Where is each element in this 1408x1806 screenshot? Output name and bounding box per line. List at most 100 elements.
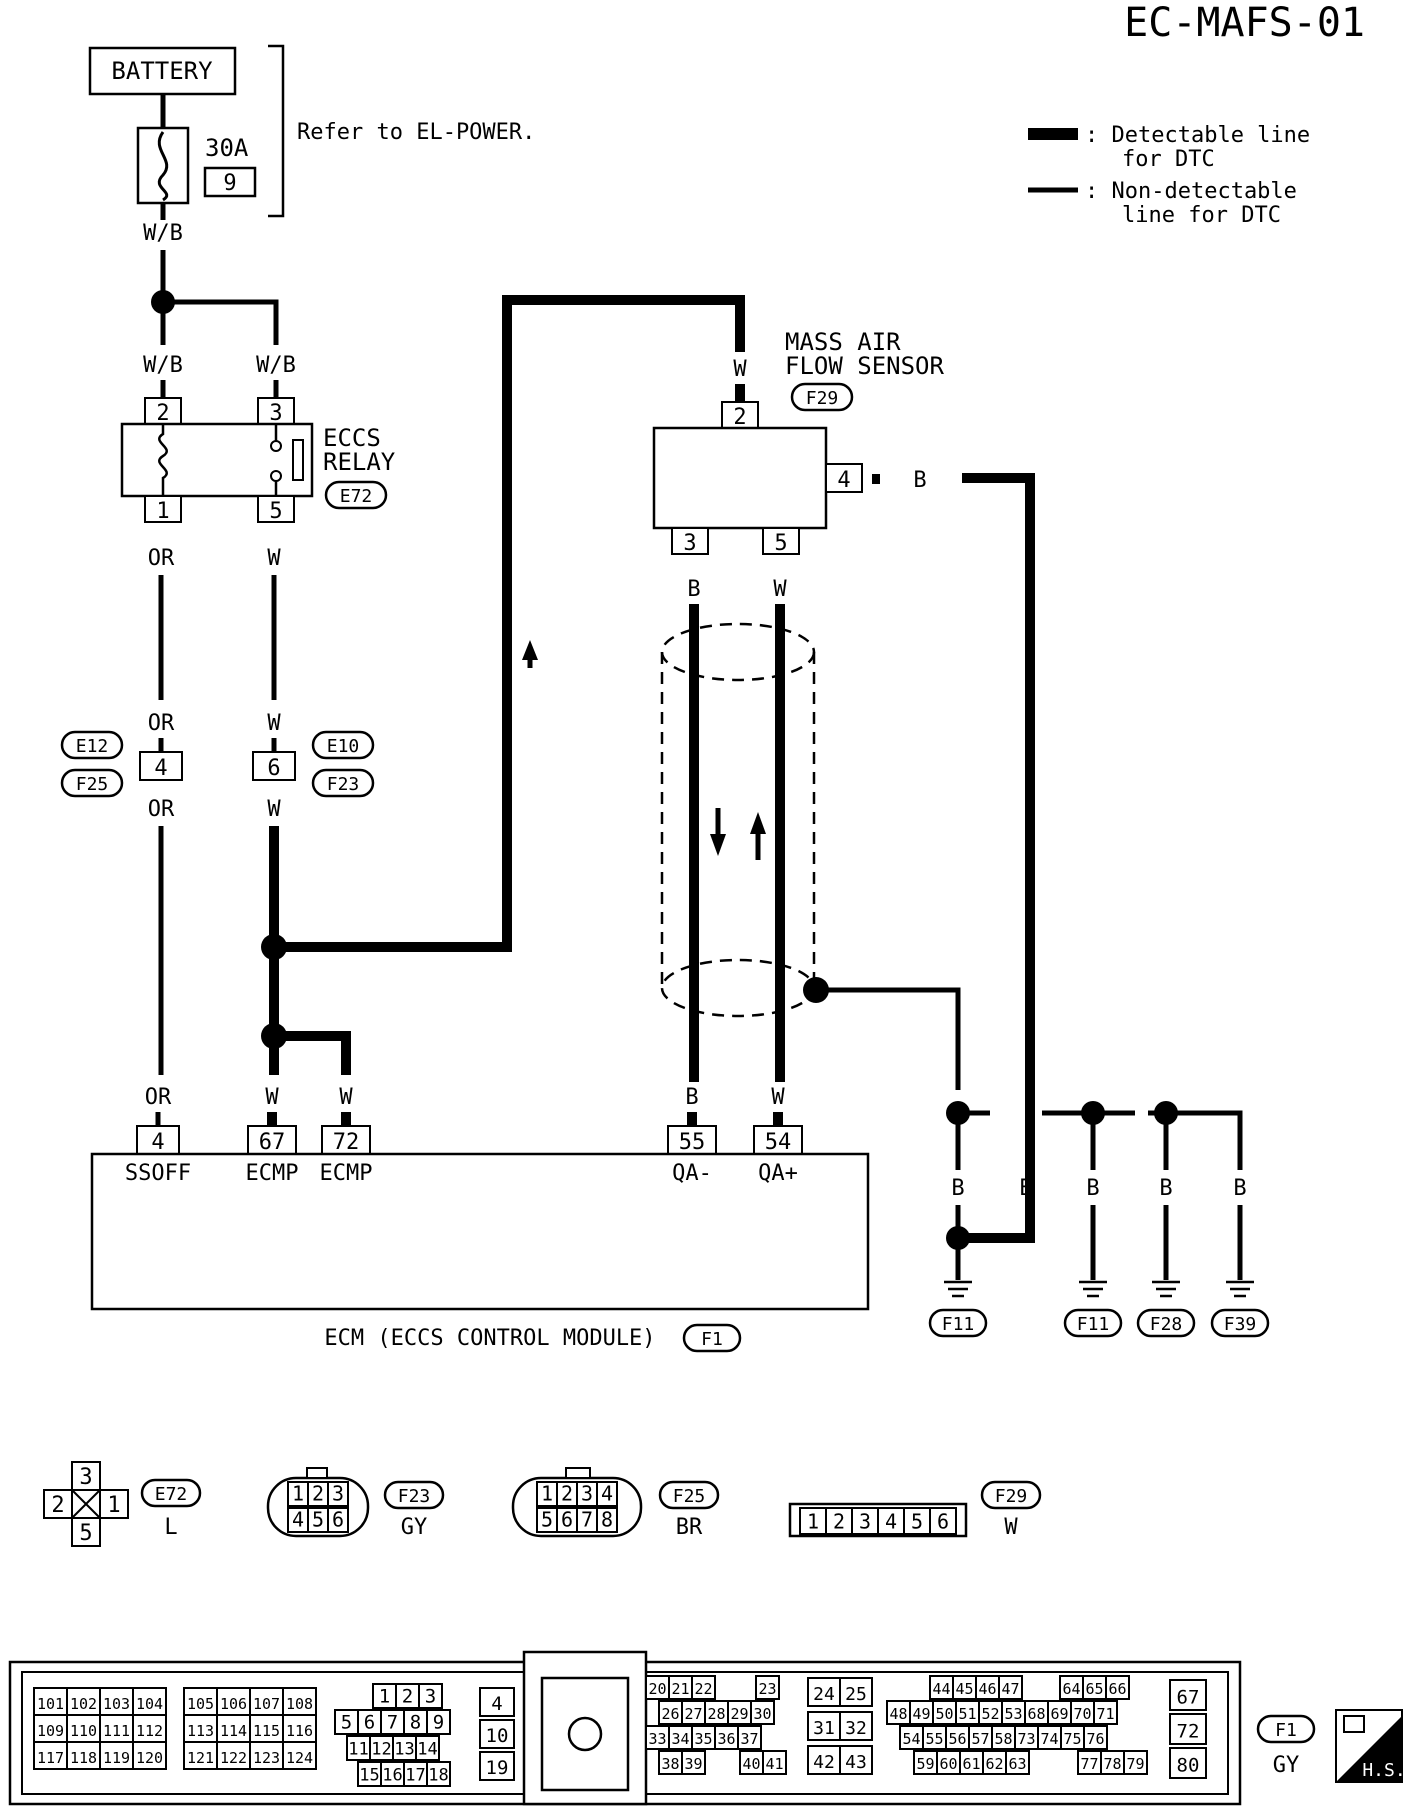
connector-color: L (164, 1515, 177, 1540)
pin-cell (132, 1687, 167, 1716)
relay-pin-5-label: 5 (269, 499, 282, 524)
ecm-pin-number: 4 (151, 1130, 164, 1155)
wire-color-w-3: W (267, 797, 281, 822)
pin-cell (216, 1687, 251, 1716)
pin-label: 32 (845, 1718, 867, 1739)
pin-cell (839, 1745, 873, 1775)
pin-cell (66, 1741, 101, 1770)
ecm-pin (321, 1125, 371, 1155)
pin-label: 109 (37, 1722, 64, 1740)
pin-label: 10 (486, 1725, 509, 1747)
pin-cell (839, 1677, 873, 1707)
relay-connector-label: E72 (340, 486, 373, 507)
pin-label: 7 (387, 1712, 398, 1734)
ground-label: F28 (1150, 1314, 1183, 1335)
pin-label: 6 (561, 1508, 573, 1532)
maf-pin-2: 2 (733, 405, 746, 430)
pin-cell (1169, 1679, 1207, 1711)
ground-label: F39 (1224, 1314, 1257, 1335)
maf-body (652, 426, 828, 530)
pin-label: 61 (962, 1755, 980, 1773)
pin-label: 11 (348, 1740, 368, 1760)
battery-box (88, 46, 237, 96)
pin-label: 15 (359, 1766, 379, 1786)
maf-pin-5: 5 (774, 531, 787, 556)
pin-label: 2 (561, 1482, 573, 1506)
wire-color-b-7: B (1159, 1176, 1172, 1201)
ecm-face-color: GY (1273, 1753, 1300, 1778)
pin-label: 33 (648, 1730, 666, 1748)
ground-icon (1079, 1280, 1107, 1298)
pin-label: 71 (1096, 1705, 1114, 1723)
wire-color-b-5: B (1019, 1176, 1032, 1201)
pin-label: 80 (1177, 1754, 1200, 1776)
pin-label: 78 (1103, 1755, 1121, 1773)
pin-label: 14 (417, 1740, 437, 1760)
pin-cell (249, 1714, 284, 1743)
pin-label: 27 (684, 1705, 702, 1723)
pin-label: 119 (103, 1749, 130, 1767)
pin-label: 48 (889, 1705, 907, 1723)
pin-label: 2 (312, 1482, 324, 1506)
pin-cell (851, 1507, 879, 1535)
pin-cell (839, 1711, 873, 1741)
pin-label: 47 (1001, 1680, 1019, 1698)
pin-label: 105 (187, 1695, 214, 1713)
pin-label: 55 (925, 1730, 943, 1748)
pin-label: 67 (1177, 1686, 1200, 1708)
battery-label: BATTERY (111, 57, 213, 85)
pin-label: 64 (1062, 1680, 1080, 1698)
pin-label: 2 (51, 1493, 64, 1518)
relay-pin-2 (144, 397, 182, 425)
pin-label: 7 (581, 1508, 593, 1532)
pin-label: 36 (717, 1730, 735, 1748)
ecm-label: ECM (ECCS CONTROL MODULE) (324, 1326, 655, 1351)
pin-label: 34 (671, 1730, 689, 1748)
pin-cell (807, 1745, 841, 1775)
pin-label: 3 (859, 1509, 871, 1533)
refer-text: Refer to EL-POWER. (297, 120, 535, 145)
pin-cell (282, 1714, 317, 1743)
power-bracket (268, 44, 285, 218)
relay-connector-badge (324, 480, 388, 510)
pin-label: 9 (433, 1712, 444, 1734)
pin-label: 103 (103, 1695, 130, 1713)
pin-label: 2 (833, 1509, 845, 1533)
pin-label: 118 (70, 1749, 97, 1767)
pin-label: 46 (978, 1680, 996, 1698)
pin-label: 114 (220, 1722, 247, 1740)
pin-label: 25 (845, 1684, 867, 1705)
pin-cell (929, 1507, 957, 1535)
pin-cell (66, 1687, 101, 1716)
ecm-face-center-icon (567, 1716, 603, 1752)
pin-label: 58 (994, 1730, 1012, 1748)
pin-label: 3 (332, 1482, 344, 1506)
inline-left-conn-top: E12 (76, 736, 109, 757)
inline-left-conn-bottom: F25 (76, 774, 109, 795)
pin-label: 42 (813, 1752, 835, 1773)
maf-pin-3: 3 (683, 531, 696, 556)
pin-label: 5 (79, 1521, 92, 1546)
fuse-rating: 30A (205, 134, 249, 162)
pin-label: 54 (902, 1730, 920, 1748)
ground-icon (1152, 1280, 1180, 1298)
pin-cell (737, 1725, 762, 1750)
pin-label: 18 (428, 1766, 448, 1786)
pin-label: 43 (845, 1752, 867, 1773)
pin-label: 8 (601, 1508, 613, 1532)
fuse-number-box (203, 166, 257, 198)
connector-id: F29 (995, 1486, 1028, 1507)
pin-label: 49 (912, 1705, 930, 1723)
pin-cell (1123, 1750, 1148, 1775)
connector-id: E72 (155, 1484, 188, 1505)
pin-label: 1 (379, 1686, 390, 1708)
pin-label: 50 (935, 1705, 953, 1723)
ground-icon (1226, 1280, 1254, 1298)
pin-label: 44 (932, 1680, 950, 1698)
wire-color-w-2: W (267, 711, 281, 736)
wire-color-w-5: W (773, 577, 787, 602)
pin-cell (327, 1481, 349, 1507)
ecm-body (90, 1152, 870, 1311)
